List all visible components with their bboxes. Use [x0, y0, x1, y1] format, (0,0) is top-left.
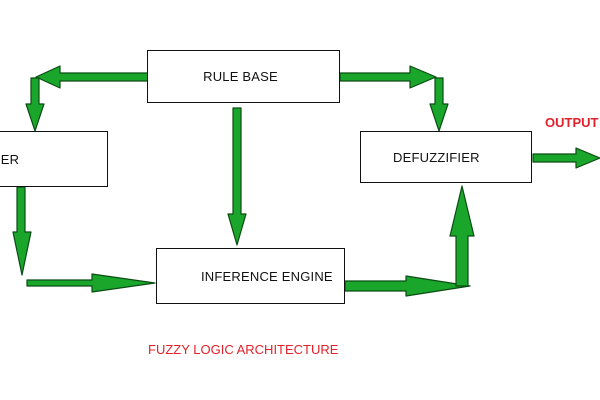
arrow-fuzzifier-down	[12, 186, 32, 276]
arrow-down-to-defuzzifier	[429, 77, 449, 132]
rule-base-box: RULE BASE	[147, 50, 340, 103]
arrow-rulebase-to-left	[35, 65, 149, 89]
arrow-up-to-defuzzifier	[449, 185, 475, 287]
diagram-caption: FUZZY LOGIC ARCHITECTURE	[148, 342, 339, 357]
inference-engine-label: INFERENCE ENGINE	[201, 268, 333, 284]
defuzzifier-label: DEFUZZIFIER	[393, 149, 480, 165]
defuzzifier-box: DEFUZZIFIER	[360, 131, 532, 183]
fuzzifier-label: IER	[0, 151, 20, 167]
arrow-rulebase-to-inference	[227, 107, 247, 246]
fuzzifier-box: IER	[0, 131, 108, 187]
arrow-down-to-fuzzifier	[25, 77, 45, 132]
arrow-inference-to-right	[344, 275, 471, 297]
arrow-to-inference-engine	[26, 273, 156, 293]
inference-engine-box: INFERENCE ENGINE	[156, 248, 345, 304]
arrow-rulebase-to-right	[339, 65, 437, 89]
output-label: OUTPUT	[545, 115, 599, 130]
arrow-to-output	[532, 147, 600, 169]
rule-base-label: RULE BASE	[203, 69, 278, 84]
